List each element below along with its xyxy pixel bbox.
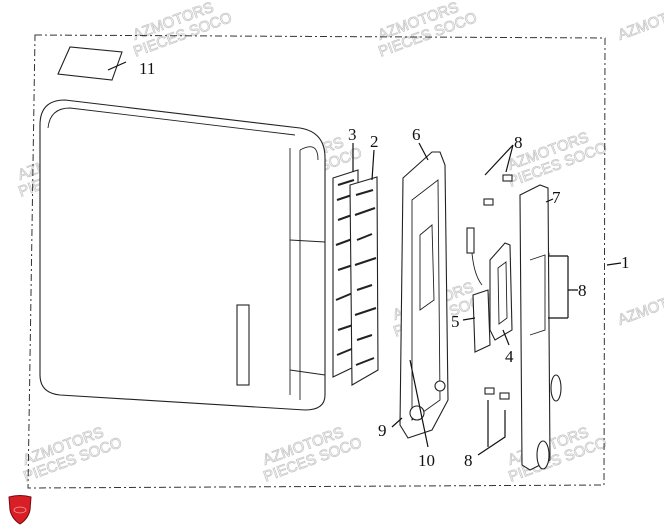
part-6-frame <box>399 151 449 439</box>
part-7-plate <box>519 184 562 471</box>
housing-cover <box>39 99 326 411</box>
part-2-circuit-board <box>349 176 379 386</box>
callout-6: 6 <box>412 125 421 144</box>
callout-9: 9 <box>378 421 387 440</box>
callout-1: 1 <box>621 253 630 272</box>
callout-8-top: 8 <box>514 133 523 152</box>
watermark-text: AZMOTORS <box>616 0 664 44</box>
callout-3: 3 <box>348 125 357 144</box>
leader-lines <box>107 61 622 456</box>
assembly-boundary <box>27 34 606 489</box>
part-4-module <box>489 242 513 341</box>
part-5-connector <box>466 227 491 353</box>
callouts: 11 3 2 6 8 7 1 8 5 4 9 10 8 <box>139 59 630 470</box>
callout-5: 5 <box>451 312 460 331</box>
callout-10: 10 <box>418 451 435 470</box>
callout-8-right: 8 <box>578 281 587 300</box>
callout-4: 4 <box>505 347 514 366</box>
watermark-text: AZMOTORS <box>616 284 664 329</box>
shield-logo <box>8 495 32 525</box>
callout-7: 7 <box>552 188 561 207</box>
callout-11: 11 <box>139 59 155 78</box>
callout-2: 2 <box>370 132 379 151</box>
callout-8-bottom: 8 <box>464 451 473 470</box>
part-11-label <box>57 46 123 81</box>
